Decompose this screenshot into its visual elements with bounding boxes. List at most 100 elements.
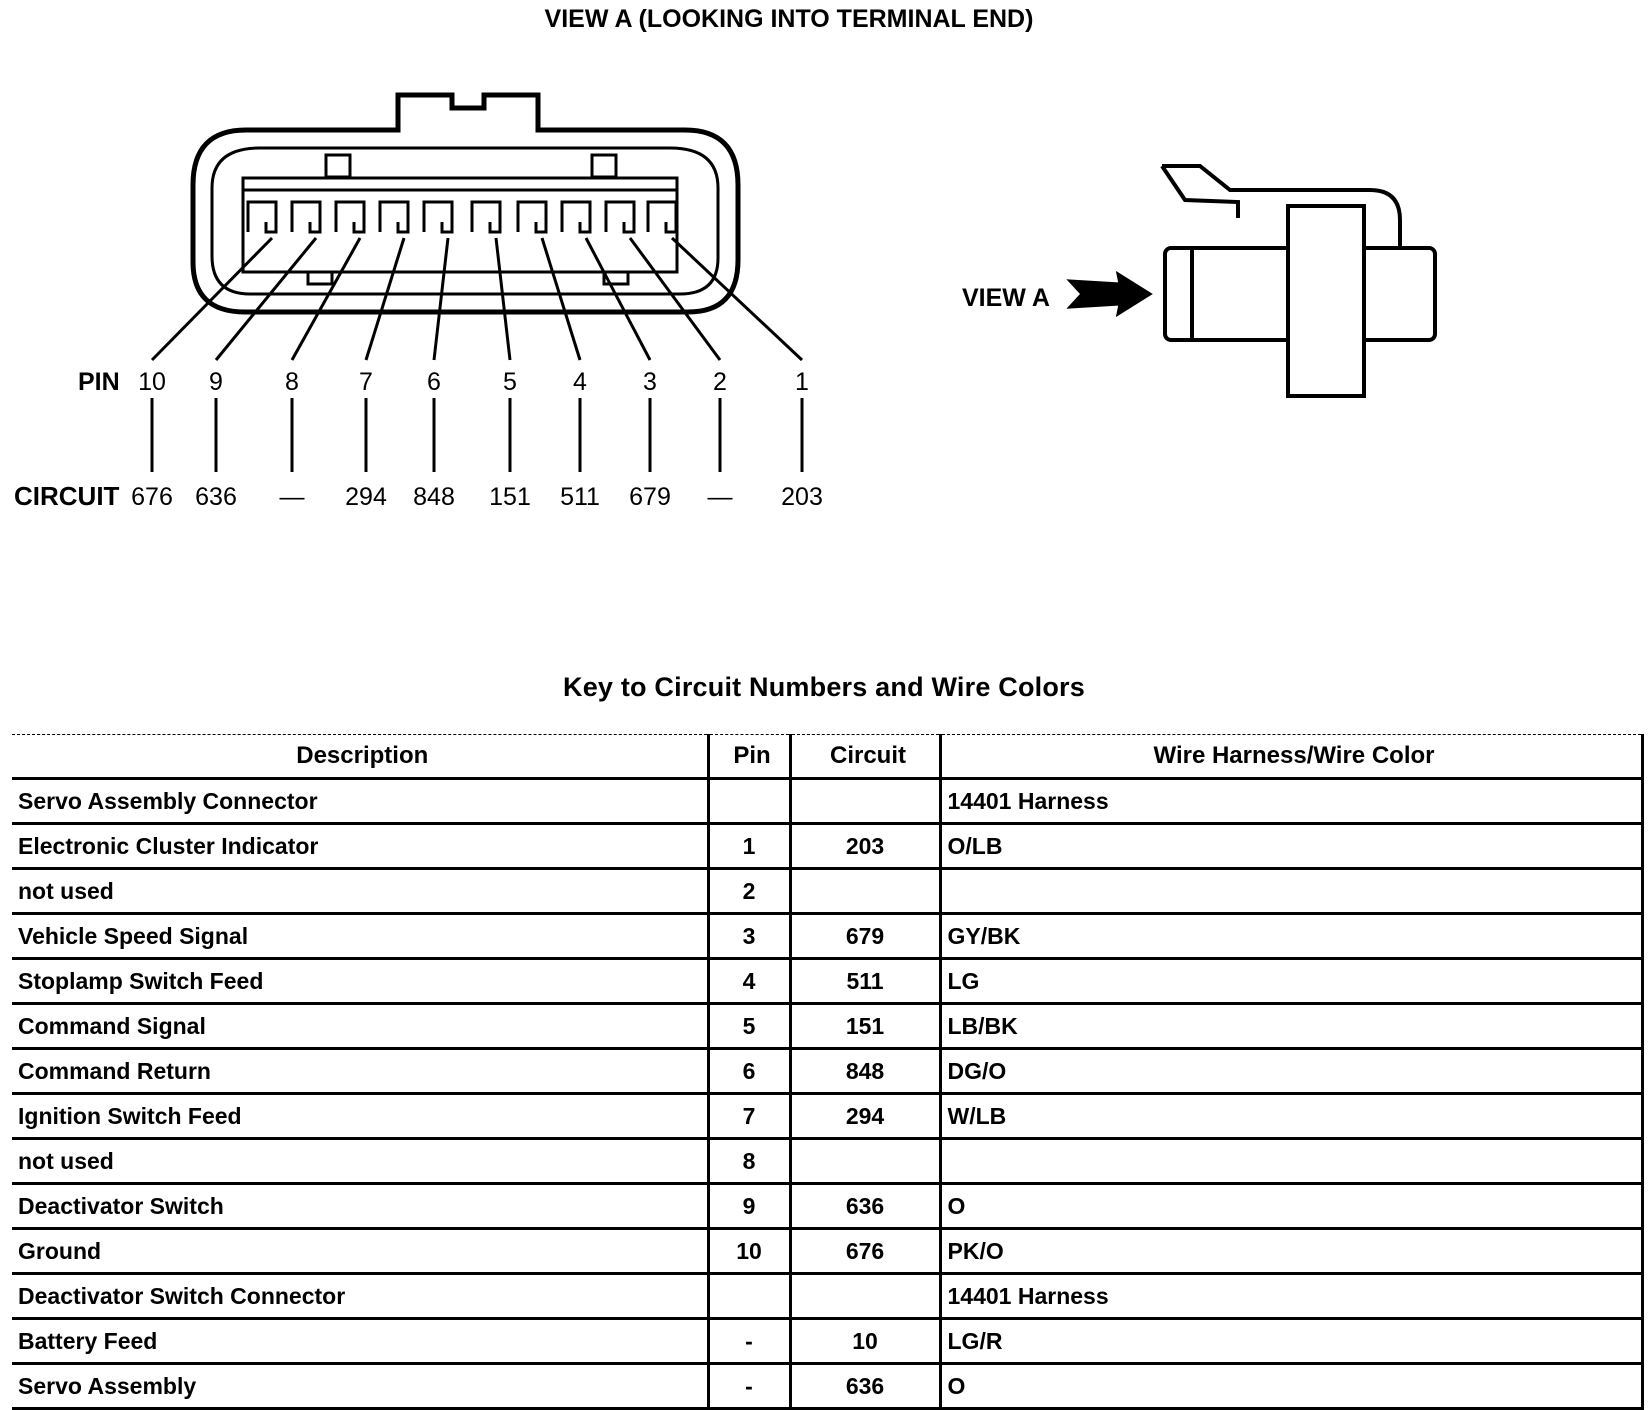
row-description: Command Return (12, 1048, 708, 1095)
view-title: VIEW A (LOOKING INTO TERMINAL END) (545, 5, 1034, 33)
row-pin: - (706, 1363, 790, 1410)
row-pin: - (706, 1318, 790, 1365)
row-description: Deactivator Switch Connector (12, 1273, 708, 1320)
circuit-number: 511 (560, 483, 600, 511)
pin-number: 6 (427, 368, 441, 396)
pin-leader-line (290, 237, 362, 361)
row-description: Stoplamp Switch Feed (12, 958, 708, 1005)
row-pin: 3 (706, 913, 790, 960)
header-wire-color: Wire Harness/Wire Color (938, 734, 1644, 780)
pin-number: 5 (503, 368, 517, 396)
header-circuit: Circuit (788, 734, 940, 780)
row-circuit: 10 (788, 1318, 940, 1365)
terminal-cavity (422, 200, 454, 234)
row-wire-color: O/LB (938, 823, 1644, 870)
row-description: Ignition Switch Feed (12, 1093, 708, 1140)
row-pin: 8 (706, 1138, 790, 1185)
circuit-number: 636 (195, 483, 237, 511)
pin-number: 7 (359, 368, 373, 396)
row-circuit: 636 (788, 1363, 940, 1410)
pin-leader-line (540, 237, 582, 361)
row-wire-color: W/LB (938, 1093, 1644, 1140)
row-circuit: 151 (788, 1003, 940, 1050)
table-row: Deactivator Switch Connector 14401 Harnes… (12, 1273, 1644, 1320)
row-wire-color: PK/O (938, 1228, 1644, 1275)
pin-leader-line (432, 237, 450, 361)
pin-leader-lines (150, 236, 804, 472)
row-circuit (788, 868, 940, 915)
header-pin: Pin (706, 734, 790, 780)
view-a-label: VIEW A (962, 284, 1050, 312)
row-wire-color: 14401 Harness (938, 1273, 1644, 1320)
row-pin: 10 (706, 1228, 790, 1275)
circuit-number: 676 (131, 483, 173, 511)
row-description: Battery Feed (12, 1318, 708, 1365)
row-circuit: 511 (788, 958, 940, 1005)
row-circuit (788, 1138, 940, 1185)
row-wire-color: GY/BK (938, 913, 1644, 960)
terminal-cavities (246, 200, 678, 234)
view-arrow-icon (1066, 270, 1153, 318)
row-circuit: 294 (788, 1093, 940, 1140)
row-circuit (788, 778, 940, 825)
circuit-number: 848 (413, 483, 455, 511)
row-wire-color: LG/R (938, 1318, 1644, 1365)
row-circuit: 203 (788, 823, 940, 870)
row-description: Ground (12, 1228, 708, 1275)
row-description: Servo Assembly (12, 1363, 708, 1410)
pin-number: 2 (713, 368, 727, 396)
row-description: not used (12, 1138, 708, 1185)
row-pin: 1 (706, 823, 790, 870)
pin-leader-line (584, 237, 652, 361)
row-wire-color (938, 868, 1644, 915)
row-wire-color: LG (938, 958, 1644, 1005)
pin-number: 9 (209, 368, 223, 396)
row-pin: 4 (706, 958, 790, 1005)
table-header-row: Description Pin Circuit Wire Harness/Wir… (12, 734, 1644, 780)
row-wire-color: LB/BK (938, 1003, 1644, 1050)
terminal-cavity (604, 200, 636, 234)
pin-leader-line (670, 236, 804, 362)
circuit-label: CIRCUIT (14, 481, 120, 511)
pin-leader-line (214, 237, 318, 361)
row-wire-color: DG/O (938, 1048, 1644, 1095)
circuit-number: 679 (629, 483, 671, 511)
row-pin (706, 1273, 790, 1320)
row-circuit: 676 (788, 1228, 940, 1275)
circuit-number: 151 (489, 483, 531, 511)
row-description: Deactivator Switch (12, 1183, 708, 1230)
terminal-cavity (560, 200, 592, 234)
terminal-cavity (290, 200, 322, 234)
row-pin: 2 (706, 868, 790, 915)
row-description: Vehicle Speed Signal (12, 913, 708, 960)
terminal-cavity (516, 200, 548, 234)
terminal-cavity (378, 200, 410, 234)
row-pin (706, 778, 790, 825)
row-pin: 5 (706, 1003, 790, 1050)
circuit-number: 203 (781, 483, 823, 511)
pin-leader-line (628, 237, 722, 361)
pin-number: 3 (643, 368, 657, 396)
circuit-number: — (280, 483, 305, 511)
pin-label: PIN (78, 368, 120, 396)
key-title: Key to Circuit Numbers and Wire Colors (563, 672, 1085, 702)
terminal-cavity (646, 200, 678, 234)
header-description: Description (12, 734, 708, 780)
row-wire-color: O (938, 1183, 1644, 1230)
row-circuit (788, 1273, 940, 1320)
